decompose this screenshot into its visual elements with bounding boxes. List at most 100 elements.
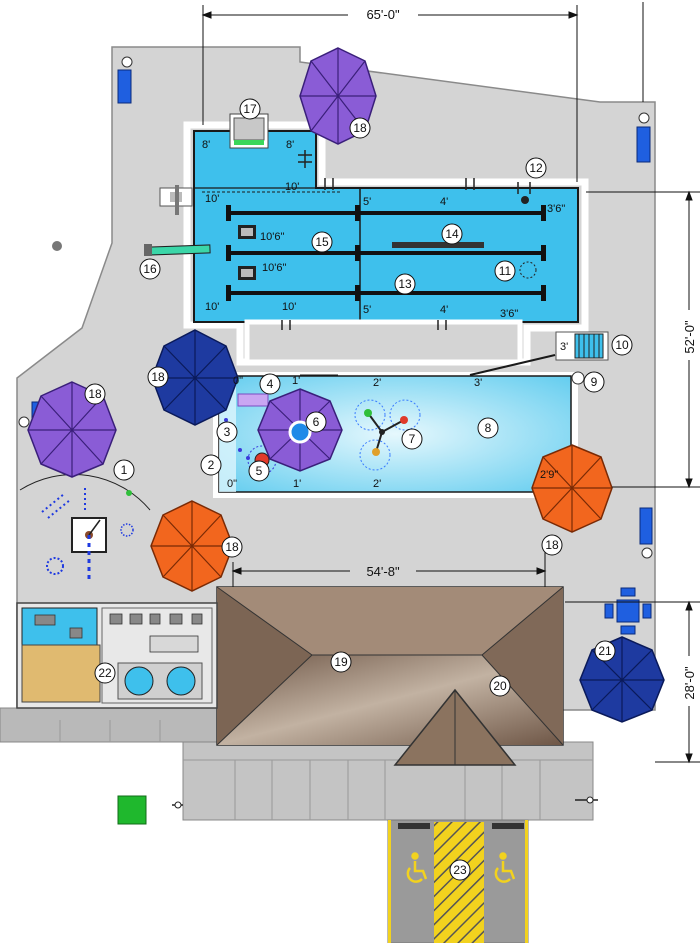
key-callout-18b: 18 — [147, 366, 169, 388]
svg-text:3: 3 — [224, 425, 231, 439]
svg-text:18: 18 — [545, 538, 559, 552]
svg-text:21: 21 — [598, 644, 612, 658]
umbrella-icon — [257, 388, 343, 472]
pump-fixture — [571, 371, 585, 385]
key-callout-6: 6 — [305, 411, 327, 433]
diving-board-icon — [144, 244, 211, 256]
key-callout-18c: 18 — [84, 383, 106, 405]
svg-text:2: 2 — [208, 458, 215, 472]
svg-text:1': 1' — [293, 478, 301, 490]
key-callout-3: 3 — [216, 421, 238, 443]
key-callout-5: 5 — [248, 460, 270, 482]
parking-edge-right — [525, 820, 528, 943]
key-callout-23: 23 — [449, 859, 471, 881]
svg-text:15: 15 — [315, 235, 329, 249]
key-callout-7: 7 — [401, 428, 423, 450]
spray-pad — [19, 473, 151, 582]
dimension-top-width: 65'-0" — [366, 7, 400, 22]
svg-text:12: 12 — [529, 161, 543, 175]
key-callout-18d: 18 — [221, 536, 243, 558]
svg-text:2': 2' — [373, 478, 381, 490]
svg-text:4: 4 — [267, 377, 274, 391]
dim-right-lower-bg — [680, 656, 698, 706]
pump-equipment — [34, 613, 203, 653]
svg-text:3': 3' — [560, 341, 568, 353]
key-callout-20: 20 — [489, 675, 511, 697]
dimension-right-lower: 28'-0" — [682, 666, 697, 700]
key-callout-22: 22 — [94, 662, 116, 684]
svg-text:10': 10' — [285, 181, 299, 193]
lane-end-targets — [226, 205, 546, 301]
svg-text:23: 23 — [453, 863, 467, 877]
plaza-paver-lines — [59, 720, 593, 820]
svg-text:4': 4' — [440, 196, 448, 208]
svg-text:11: 11 — [499, 264, 512, 278]
lap-pool-deck-edge — [183, 121, 589, 366]
svg-text:0": 0" — [227, 478, 237, 490]
umbrella-icon — [579, 636, 665, 723]
svg-text:10': 10' — [205, 193, 219, 205]
bench-fixture — [237, 393, 269, 407]
roof-hip-4 — [481, 654, 564, 746]
ladder-icon — [281, 150, 531, 330]
roof-right-face — [482, 587, 563, 745]
lifeguard-chair — [159, 185, 193, 215]
svg-text:3': 3' — [474, 377, 482, 389]
svg-text:14: 14 — [445, 227, 459, 241]
key-callout-19: 19 — [330, 651, 352, 673]
key-callout-13: 13 — [394, 273, 416, 295]
lane-lines — [228, 211, 545, 295]
svg-text:2': 2' — [373, 377, 381, 389]
umbrella-icon — [151, 329, 239, 426]
svg-text:3'6": 3'6" — [547, 203, 565, 215]
svg-text:18: 18 — [225, 540, 239, 554]
svg-text:13: 13 — [398, 277, 412, 291]
key-callout-9: 9 — [583, 371, 605, 393]
wheelchair-icon — [494, 852, 516, 883]
play-feature-ring — [519, 261, 537, 279]
spray-feature-tree — [354, 399, 421, 471]
svg-text:0": 0" — [233, 375, 243, 387]
umbrella-icon — [531, 444, 613, 533]
entry-plaza — [182, 741, 594, 821]
wheelchair-icon — [406, 852, 428, 883]
roof-hip-3 — [216, 654, 313, 746]
svg-text:2'9": 2'9" — [540, 469, 558, 481]
spray-feature-posts — [364, 409, 408, 456]
skimmer — [521, 196, 529, 204]
svg-text:17: 17 — [243, 102, 257, 116]
green-site-marker — [117, 795, 147, 825]
diving-board-icon — [238, 225, 256, 280]
svg-text:8': 8' — [286, 139, 294, 151]
key-callout-17: 17 — [239, 98, 261, 120]
svg-text:5': 5' — [363, 196, 371, 208]
drain-grate — [392, 242, 484, 248]
lap-pool-depth-markers: 8' 8' 10' 10' 10'6" 10'6" 10' 10' 5' 5' … — [202, 139, 568, 389]
svg-text:4': 4' — [440, 304, 448, 316]
key-callout-16: 16 — [139, 258, 161, 280]
dimension-right-upper: 52'-0" — [682, 320, 697, 354]
svg-text:3'6": 3'6" — [500, 308, 518, 320]
dimension-building-width: 54'-8" — [366, 564, 400, 579]
umbrella-icon — [27, 381, 117, 478]
key-callout-2: 2 — [200, 454, 222, 476]
svg-text:10': 10' — [282, 301, 296, 313]
svg-text:10': 10' — [205, 301, 219, 313]
parking-edge-left — [388, 820, 391, 943]
svg-text:19: 19 — [334, 655, 348, 669]
key-callout-14: 14 — [441, 223, 463, 245]
curb-stop-left — [398, 823, 430, 829]
dim-right-upper-bg — [680, 310, 698, 360]
patio-table-set — [604, 587, 652, 635]
svg-text:8': 8' — [202, 139, 210, 151]
roof-hip-2 — [481, 586, 564, 656]
svg-text:18: 18 — [88, 387, 102, 401]
curb-stop-right — [492, 823, 524, 829]
deck-lights — [18, 56, 653, 559]
dim-building-bg — [350, 563, 416, 579]
key-callout-11: 11 — [494, 260, 516, 282]
svg-text:20: 20 — [493, 679, 507, 693]
perimeter-walkway — [0, 707, 218, 743]
key-callout-12: 12 — [525, 157, 547, 179]
